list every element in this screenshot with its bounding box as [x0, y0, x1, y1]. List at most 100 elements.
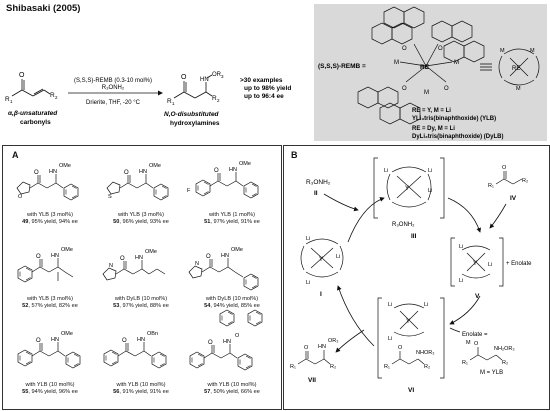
binaphthyl-ligands	[357, 6, 485, 125]
compound-54-caption: with DyLB (10 mol%) 54, 94% yield, 85% e…	[204, 296, 260, 309]
enone-substrate-structure	[11, 79, 51, 97]
svg-text:O: O	[181, 74, 187, 81]
svg-text:OMe: OMe	[231, 247, 243, 253]
svg-text:O: O	[206, 254, 211, 260]
svg-text:F: F	[187, 188, 191, 194]
compound-49-caption: with YLB (3 mol%) 49, 95% yield, 94% ee	[22, 212, 78, 225]
results-ee: up to 96:4 ee	[244, 93, 284, 100]
svg-text:OMe: OMe	[59, 163, 71, 169]
svg-text:O: O	[214, 168, 219, 174]
arrow-VII-out	[335, 329, 365, 353]
svg-text:O: O	[122, 338, 127, 344]
svg-text:S: S	[108, 194, 112, 200]
svg-text:OR: OR	[212, 72, 222, 78]
svg-text:OMe: OMe	[239, 161, 251, 167]
arrow-enolate-in	[449, 327, 461, 333]
compound-50-caption: with YLB (3 mol%) 50, 96% yield, 93% ee	[113, 212, 169, 225]
reagent: R₃ONH₂	[102, 85, 125, 91]
svg-text:Li: Li	[388, 336, 392, 342]
svg-text:HN: HN	[137, 337, 145, 343]
compound-51-structure: F O HN OMe	[187, 161, 259, 199]
catalyst-line2: YLi₃tris(binaphthoxide) (YLB)	[412, 116, 496, 122]
svg-text:R₂: R₂	[522, 178, 528, 184]
enolate-label: Enolate =	[462, 332, 488, 338]
catalyst-line1: RE = Y, M = Li	[412, 108, 451, 114]
label-IV: IV	[510, 195, 517, 202]
complex-III	[373, 157, 445, 219]
svg-text:Y: Y	[319, 257, 323, 263]
catalyst-loading: (S,S,S)-REMB (0.3-10 mol%)	[74, 78, 152, 84]
reagent-II: R₃ONH₂	[306, 179, 331, 186]
compound-57-structure: O HN O	[189, 309, 263, 371]
panel-a-structures: O O HN OMe S O HN OMe F O HN OMe	[16, 161, 263, 371]
compound-55-structure: O HN OMe	[17, 331, 81, 369]
svg-text:HN: HN	[223, 339, 231, 345]
label-VI: VI	[408, 387, 414, 394]
svg-text:RE: RE	[420, 64, 430, 71]
svg-text:1: 1	[10, 99, 13, 104]
svg-text:NHOR₃: NHOR₃	[416, 350, 434, 356]
svg-text:Li: Li	[428, 168, 432, 174]
complex-V	[450, 237, 504, 287]
svg-text:N: N	[109, 263, 113, 269]
hydroxylamine-product-structure	[173, 74, 213, 99]
conditions: Drierite, THF, -20 °C	[86, 100, 141, 106]
catalyst-name: (S,S,S)-REMB =	[318, 63, 366, 70]
label-I: I	[320, 291, 322, 298]
svg-text:HN: HN	[49, 169, 57, 175]
svg-text:Li: Li	[459, 278, 463, 284]
svg-text:Li: Li	[488, 262, 492, 268]
arrow-VI-to-I	[336, 285, 375, 347]
compound-49-structure: O O HN OMe	[16, 163, 79, 201]
compound-53-caption: with DyLB (10 mol%) 53, 97% yield, 88% e…	[113, 296, 169, 309]
complex-I	[300, 238, 344, 278]
compound-52-caption: with YLB (3 mol%) 52, 57% yield, 82% ee	[22, 296, 78, 309]
catalyst-line4: DyLi₃tris(binaphthoxide) (DyLB)	[412, 134, 503, 140]
svg-text:R: R	[167, 98, 172, 105]
product-VII	[297, 350, 331, 365]
panel-b: B R₃ONH₂ II Y Li Li Li R₃ONH₂ III	[283, 145, 550, 410]
svg-text:R₂: R₂	[424, 364, 430, 370]
svg-text:R₂: R₂	[502, 360, 508, 366]
substrate-label-line1: α,β-unsaturated	[8, 110, 58, 117]
svg-text:R₁: R₁	[462, 360, 468, 366]
svg-text:O: O	[18, 194, 23, 200]
svg-text:O: O	[402, 46, 407, 52]
svg-text:R: R	[212, 95, 217, 102]
svg-text:HN: HN	[229, 167, 237, 173]
svg-text:OR₃: OR₃	[328, 338, 339, 344]
svg-text:O: O	[36, 338, 41, 344]
svg-text:R₂: R₂	[330, 364, 336, 370]
svg-text:O: O	[124, 170, 129, 176]
svg-text:Y: Y	[473, 261, 477, 267]
panel-a: A O O HN	[2, 145, 282, 410]
arrow-III-to-V	[447, 197, 482, 233]
svg-text:Li: Li	[459, 244, 463, 250]
label-VII: VII	[308, 377, 316, 384]
arrow-II-in	[323, 193, 359, 212]
svg-text:O: O	[402, 86, 407, 92]
svg-text:HN: HN	[51, 337, 59, 343]
catalyst-structure-box: (S,S,S)-REMB = RE O O O O M	[314, 4, 547, 141]
svg-text:Li: Li	[384, 168, 388, 174]
svg-text:HN: HN	[135, 255, 143, 261]
compound-56-structure: O HN OBn	[103, 331, 167, 369]
svg-text:HN: HN	[51, 253, 59, 259]
svg-text:2: 2	[217, 98, 220, 103]
product-label-line2: hydroxylamines	[170, 120, 220, 127]
svg-text:R₁: R₁	[488, 183, 494, 189]
svg-text:NH₂OR₃: NH₂OR₃	[494, 346, 515, 352]
svg-text:O: O	[34, 170, 39, 176]
svg-text:O: O	[474, 341, 479, 347]
enolate-m-ylb: M = YLB	[480, 370, 503, 376]
svg-text:HN: HN	[200, 77, 209, 83]
remb-catalyst-drawing: (S,S,S)-REMB = RE O O O O M	[318, 6, 540, 140]
svg-text:3: 3	[221, 74, 224, 79]
label-II: II	[314, 190, 318, 197]
panel-b-label: B	[291, 150, 298, 160]
svg-text:O: O	[304, 345, 309, 351]
svg-text:Y: Y	[405, 186, 409, 192]
svg-text:O: O	[398, 345, 403, 351]
compound-56-caption: with YLB (10 mol%) 56, 91% yield, 91% ee	[113, 382, 169, 395]
